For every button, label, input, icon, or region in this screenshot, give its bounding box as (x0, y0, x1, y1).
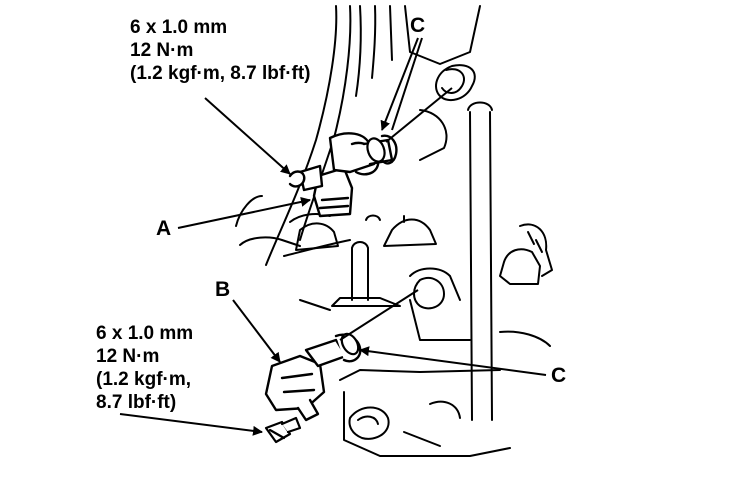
callout-c-top: C (410, 14, 426, 37)
center-stud (331, 241, 401, 307)
torque-spec-top: 6 x 1.0 mm 12 N·m (1.2 kgf·m, 8.7 lbf·ft… (130, 16, 311, 85)
callout-a: A (156, 217, 172, 240)
spec-top-line-2: 12 N·m (130, 40, 194, 61)
o-ring-c-lower (340, 332, 360, 356)
leader-c-top-1 (380, 37, 419, 131)
leader-c-bottom (359, 346, 547, 376)
leader-spec-bottom (119, 413, 263, 436)
coolant-tube (467, 101, 553, 421)
lower-housing (299, 267, 551, 457)
spec-bottom-line-4: 8.7 lbf·ft) (96, 392, 177, 413)
torque-spec-bottom: 6 x 1.0 mm 12 N·m (1.2 kgf·m, 8.7 lbf·ft… (96, 322, 193, 414)
leader-spec-top (204, 97, 291, 175)
leader-c-top-2 (391, 37, 423, 131)
o-ring-c-upper (366, 137, 386, 163)
spec-bottom-line-2: 12 N·m (96, 346, 160, 367)
lower-bolt (264, 416, 302, 444)
leader-c-top-3 (385, 87, 453, 143)
leader-c-bottom-2 (339, 289, 419, 341)
leader-b (232, 299, 281, 363)
callout-c-bottom: C (551, 364, 567, 387)
spec-top-line-3: (1.2 kgf·m, 8.7 lbf·ft) (130, 63, 311, 84)
spec-bottom-line-3: (1.2 kgf·m, (96, 369, 192, 390)
spec-bottom-line-1: 6 x 1.0 mm (96, 323, 194, 344)
sensor-a-body (288, 132, 398, 218)
sensor-b-body (264, 333, 362, 422)
callout-b: B (215, 278, 231, 301)
spec-top-line-1: 6 x 1.0 mm (130, 17, 228, 38)
leader-a (177, 196, 311, 229)
